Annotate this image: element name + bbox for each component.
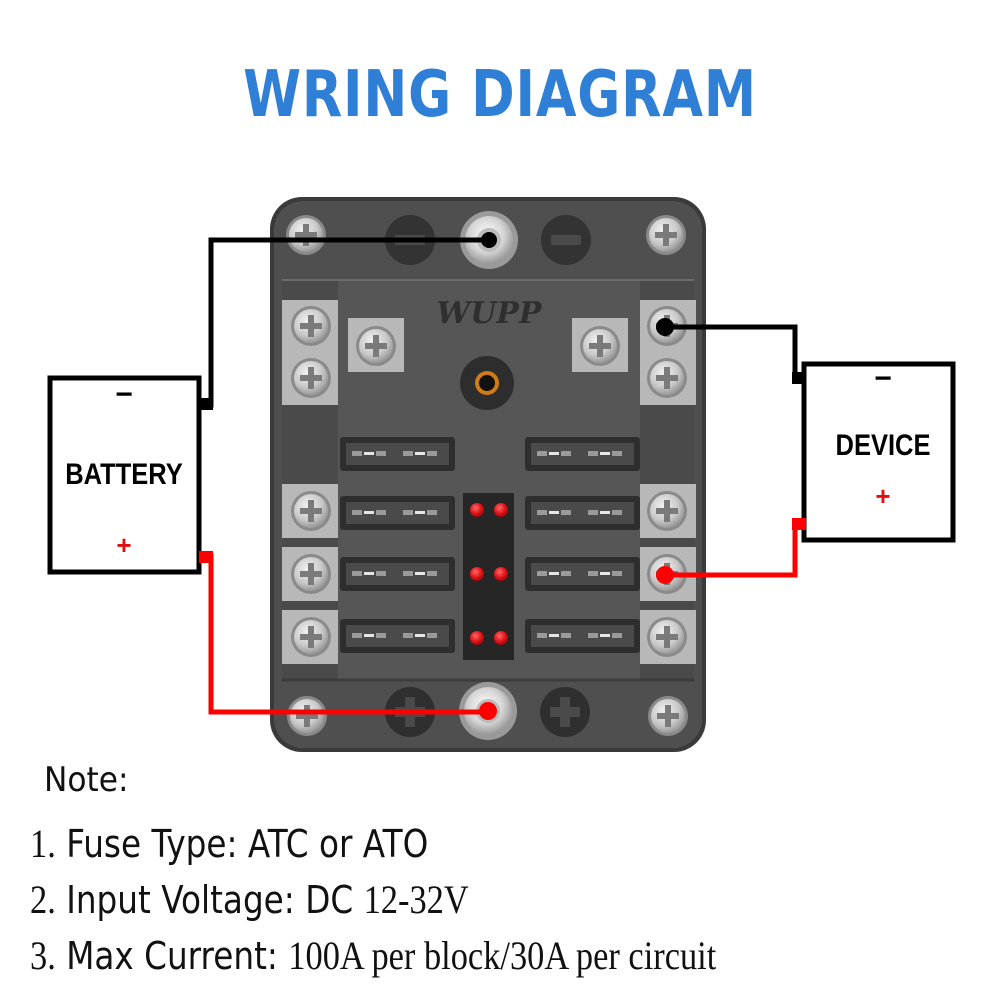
battery-positive-symbol: +	[116, 530, 131, 560]
fuse-slot[interactable]	[525, 619, 640, 653]
device: − DEVICE +	[801, 361, 956, 543]
led-panel	[463, 493, 514, 660]
battery-negative-symbol: −	[115, 378, 133, 411]
terminal-screw-icon[interactable]	[291, 491, 331, 531]
note-item: 1. Fuse Type: ATC or ATO	[30, 821, 429, 866]
fuse-slot[interactable]	[340, 557, 455, 591]
bus-screw-icon[interactable]	[356, 326, 396, 366]
page-title: WRING DIAGRAM	[243, 58, 757, 132]
led-indicator-icon	[494, 631, 508, 645]
terminal-screw-icon[interactable]	[291, 617, 331, 657]
indicator-port-icon	[460, 356, 514, 410]
terminal-screw-icon[interactable]	[647, 617, 687, 657]
wire-endpoint-icon	[656, 318, 674, 336]
battery-label: BATTERY	[65, 457, 183, 490]
mount-screw-icon	[648, 696, 688, 736]
notes-heading: Note:	[44, 760, 129, 800]
mount-screw-icon	[286, 215, 326, 255]
led-indicator-icon	[470, 503, 484, 517]
terminal-screw-icon[interactable]	[647, 358, 687, 398]
fuse-box: WUPP	[270, 197, 706, 752]
fuse-slot[interactable]	[525, 496, 640, 530]
fuse-slot[interactable]	[340, 437, 455, 471]
led-indicator-icon	[470, 631, 484, 645]
fuse-slot[interactable]	[525, 557, 640, 591]
left-terminal-strip	[282, 300, 338, 664]
device-negative-symbol: −	[874, 362, 892, 395]
brand-logo: WUPP	[437, 296, 543, 331]
terminal-screw-icon[interactable]	[647, 491, 687, 531]
device-positive-symbol: +	[875, 481, 890, 511]
negative-cap-icon	[541, 215, 591, 265]
fuse-slot[interactable]	[525, 437, 640, 471]
mount-screw-icon	[646, 215, 686, 255]
wire-endpoint-icon	[656, 566, 674, 584]
bus-screw-icon[interactable]	[580, 326, 620, 366]
positive-cap-icon	[540, 687, 590, 737]
wire-endpoint-icon	[481, 232, 497, 248]
fuse-slot[interactable]	[340, 619, 455, 653]
battery: − BATTERY +	[47, 375, 202, 575]
led-indicator-icon	[494, 503, 508, 517]
led-indicator-icon	[494, 567, 508, 581]
terminal-screw-icon[interactable]	[291, 358, 331, 398]
mount-screw-icon	[287, 696, 327, 736]
terminal-screw-icon[interactable]	[291, 554, 331, 594]
led-indicator-icon	[470, 567, 484, 581]
fuse-slot[interactable]	[340, 496, 455, 530]
wire-endpoint-icon	[479, 702, 497, 720]
terminal-screw-icon[interactable]	[291, 306, 331, 346]
device-label: DEVICE	[836, 428, 931, 461]
note-item: 2. Input Voltage: DC 12-32V	[30, 877, 469, 922]
note-item: 3. Max Current: 100A per block/30A per c…	[30, 933, 717, 978]
